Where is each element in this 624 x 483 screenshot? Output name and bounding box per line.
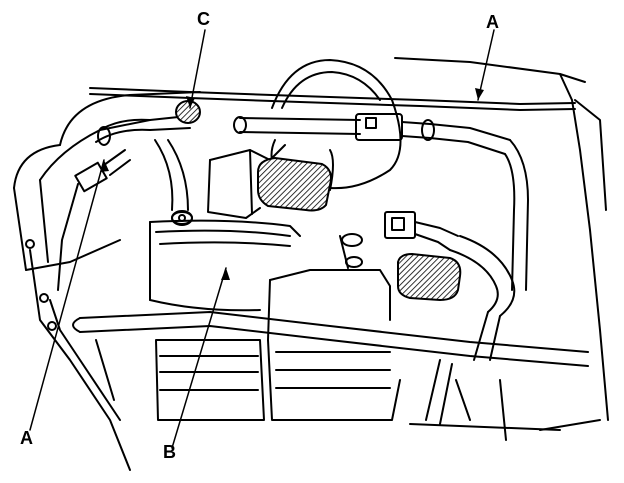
intake-upper: [13, 91, 201, 271]
lower-cable: [72, 311, 589, 367]
upper-cable: [89, 87, 576, 111]
leader-b: [171, 267, 227, 449]
leader-lines: [29, 29, 495, 449]
hatched-boot-right: [397, 253, 462, 301]
callout-c: C: [197, 9, 210, 29]
fender-outline: [394, 57, 609, 431]
hatched-boot-center: [257, 157, 332, 212]
left-connector: [57, 149, 131, 291]
leader-c: [189, 29, 206, 109]
hose-clamp-c: [175, 100, 201, 124]
callout-b: B: [163, 442, 176, 462]
bolt: [171, 210, 193, 226]
hose-c: [95, 115, 193, 225]
callout-a-bottom: A: [20, 428, 33, 448]
lower-left-frame: [25, 239, 131, 471]
leader-arrowheads: [100, 88, 484, 280]
right-lower-hose: [409, 359, 561, 441]
leader-a-bottom: [29, 159, 105, 431]
leader-a-top: [477, 29, 495, 101]
right-connector: [384, 211, 516, 421]
center-block: [267, 233, 401, 421]
callout-a-top: A: [486, 12, 499, 32]
upper-hose: [233, 113, 529, 291]
canister-b: [149, 219, 301, 421]
